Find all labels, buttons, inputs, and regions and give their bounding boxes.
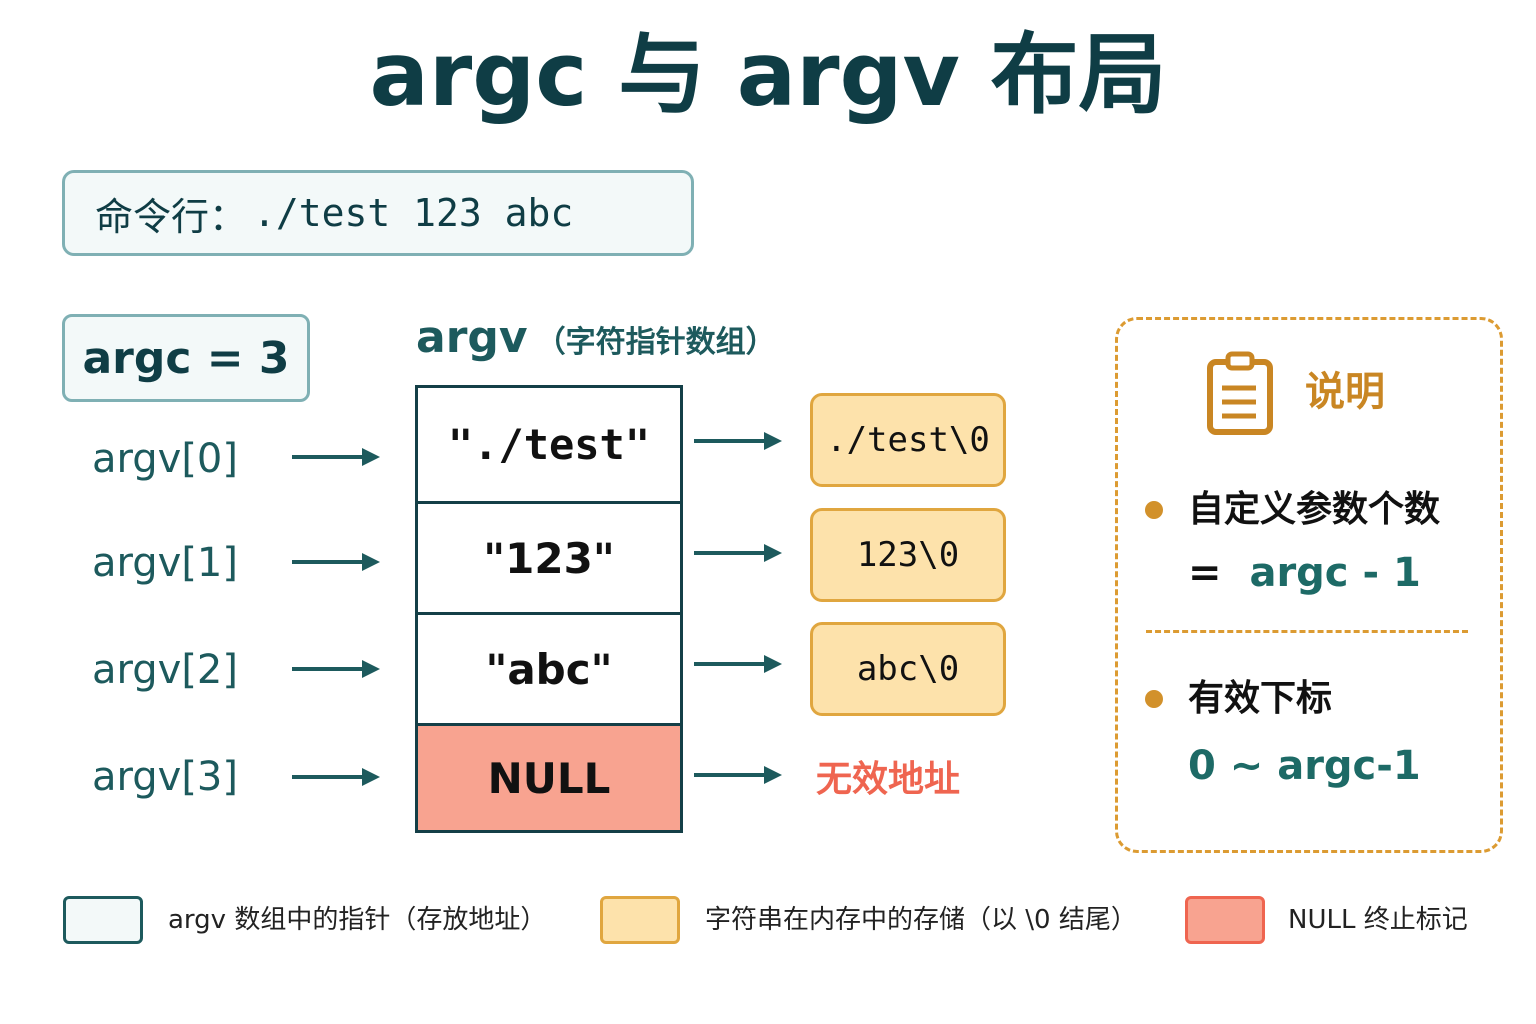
argv-header: argv（字符指针数组） xyxy=(416,310,776,366)
legend-label-pointer: argv 数组中的指针（存放地址） xyxy=(168,905,547,935)
note-item-1-text: 自定义参数个数 xyxy=(1188,489,1441,530)
legend-label-null: NULL 终止标记 xyxy=(1288,905,1468,935)
legend-swatch-string xyxy=(600,896,680,944)
argv-array: "./test" "123" "abc" NULL xyxy=(415,385,683,833)
index-label-0: argv[0] xyxy=(92,436,238,482)
bullet-icon xyxy=(1145,690,1163,708)
argc-box: argc = 3 xyxy=(62,314,310,402)
command-line-box: 命令行： ./test 123 abc xyxy=(62,170,694,256)
arrow-icon xyxy=(290,765,382,789)
arrow-icon xyxy=(290,550,382,574)
index-label-2: argv[2] xyxy=(92,647,238,693)
string-box-0: ./test\0 xyxy=(810,393,1006,487)
arrow-icon xyxy=(692,763,784,787)
command-line-value: ./test 123 abc xyxy=(253,191,574,235)
notes-panel xyxy=(1115,317,1503,853)
page-title: argc 与 argv 布局 xyxy=(369,23,1167,126)
arrow-icon xyxy=(290,445,382,469)
legend-swatch-pointer xyxy=(63,896,143,944)
invalid-address-label: 无效地址 xyxy=(816,759,961,800)
index-label-3: argv[3] xyxy=(92,754,238,800)
arrow-icon xyxy=(290,657,382,681)
argv-cell-1: "123" xyxy=(418,501,680,612)
note-item-1-equals: = xyxy=(1188,550,1222,596)
argv-header-caption: （字符指针数组） xyxy=(535,325,776,360)
bullet-icon xyxy=(1145,501,1163,519)
note-item-2-code: 0 ~ argc-1 xyxy=(1188,743,1421,789)
arrow-icon xyxy=(692,652,784,676)
argv-cell-0: "./test" xyxy=(447,420,651,469)
argv-cell-2: "abc" xyxy=(418,612,680,723)
notes-divider xyxy=(1146,630,1468,633)
notes-heading: 说明 xyxy=(1305,369,1385,415)
arrow-icon xyxy=(692,429,784,453)
note-item-2-text: 有效下标 xyxy=(1188,678,1333,719)
legend-label-string: 字符串在内存中的存储（以 \0 结尾） xyxy=(705,905,1137,935)
arrow-icon xyxy=(692,541,784,565)
index-label-1: argv[1] xyxy=(92,540,238,586)
command-line-label: 命令行： xyxy=(95,194,248,239)
note-item-1-code: argc - 1 xyxy=(1249,550,1421,596)
note-item-1-formula: = argc - 1 xyxy=(1188,543,1421,603)
string-box-1: 123\0 xyxy=(810,508,1006,602)
argv-header-name: argv xyxy=(416,312,528,363)
legend-swatch-null xyxy=(1185,896,1265,944)
argv-cell-null: NULL xyxy=(418,723,680,830)
string-box-2: abc\0 xyxy=(810,622,1006,716)
clipboard-icon xyxy=(1206,350,1274,436)
